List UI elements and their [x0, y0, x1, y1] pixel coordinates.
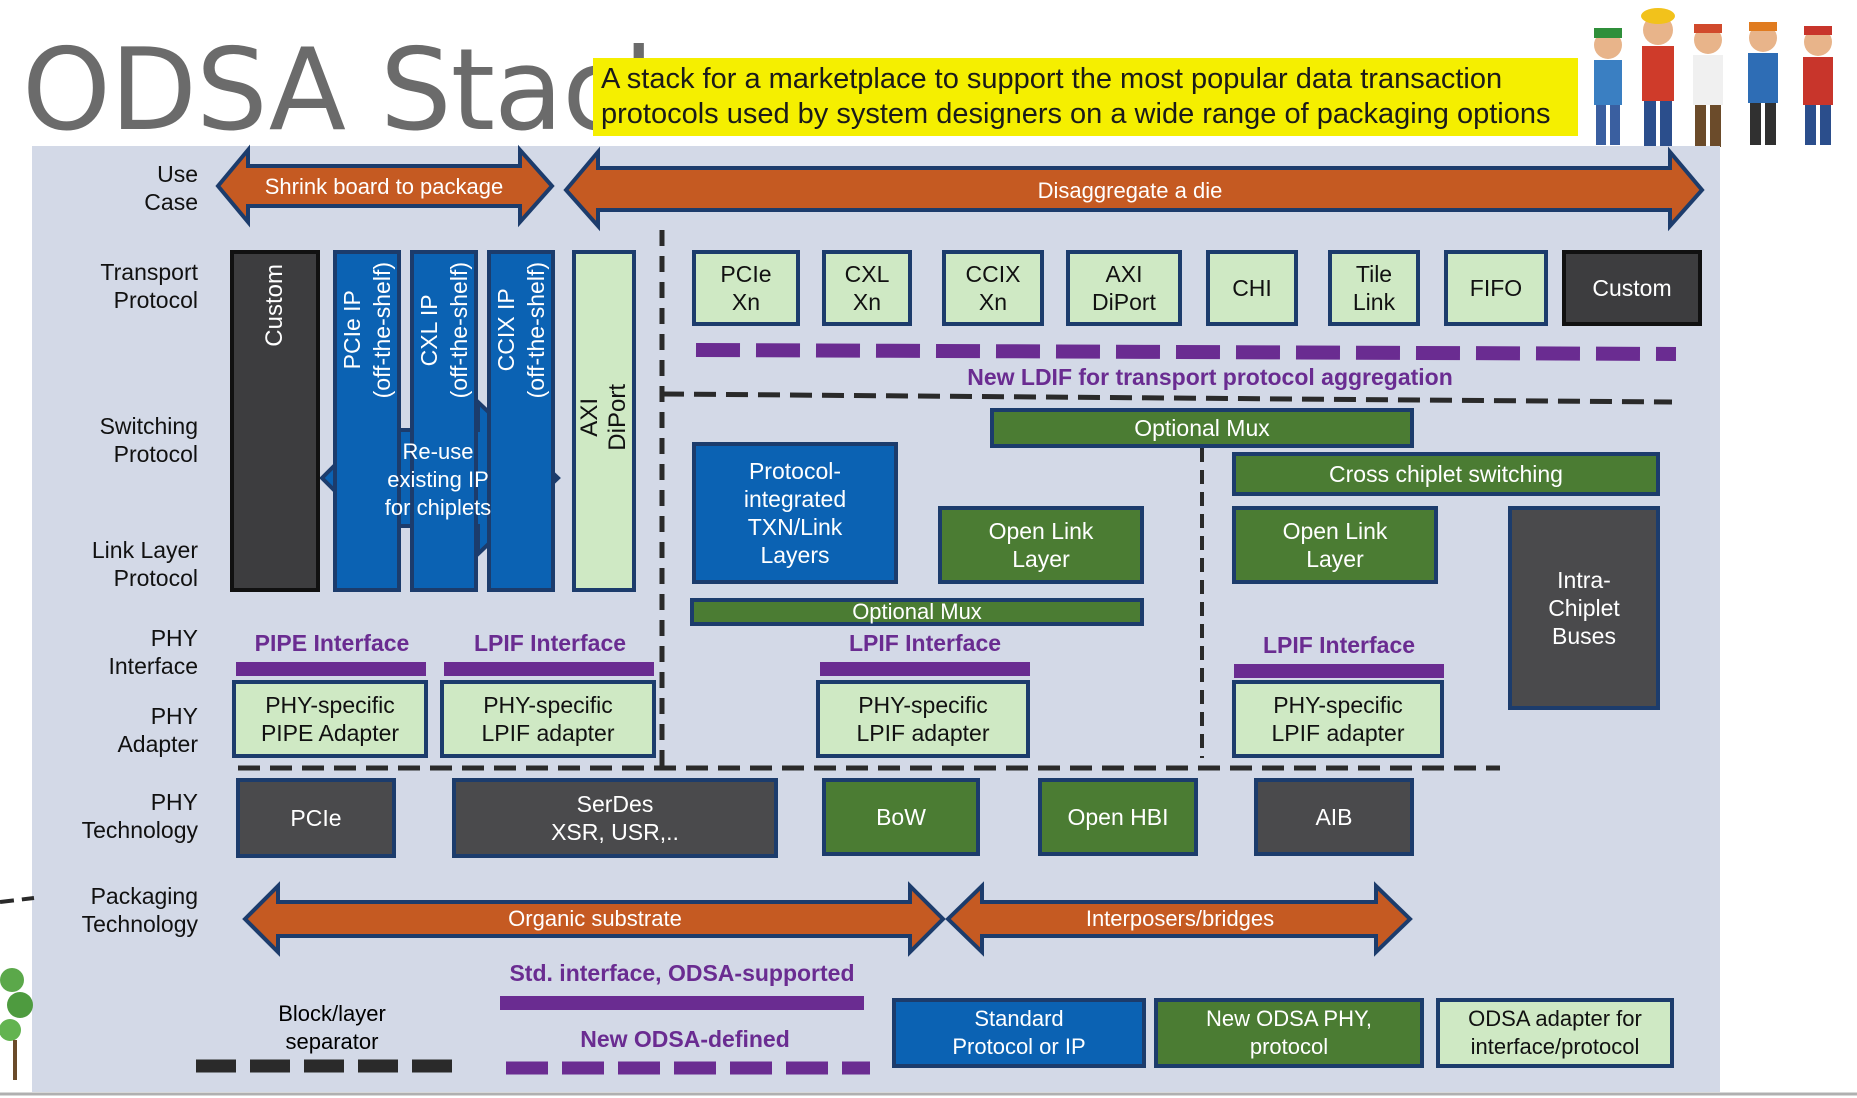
subtitle-line-2: protocols used by system designers on a …: [601, 98, 1551, 130]
lpif-interface-label-2: LPIF Interface: [848, 630, 1002, 656]
ccix-ip-box: CCIX IP(off-the-shelf): [487, 250, 555, 592]
interposers-arrow: [945, 881, 1413, 957]
disaggregate-arrow: [563, 146, 1705, 232]
legend-new-odsa-phy: New ODSA PHY,protocol: [1154, 998, 1424, 1068]
ldif-label: New LDIF for transport protocol aggregat…: [967, 364, 1453, 390]
lpif-interface-bar-1: [444, 662, 654, 676]
cross-chiplet-switching: Cross chiplet switching: [1232, 452, 1660, 496]
page-subtitle: A stack for a marketplace to support the…: [593, 58, 1579, 136]
transport-custom: Custom: [1562, 250, 1702, 326]
lpif-interface-label-1: LPIF Interface: [473, 630, 627, 656]
worker-figure-2: [1641, 8, 1675, 146]
legend-std-interface-label: Std. interface, ODSA-supported: [509, 960, 855, 986]
worker-figure-1: [1594, 28, 1622, 145]
pipe-interface-label: PIPE Interface: [254, 630, 410, 656]
separator-horizontal-ldif: [661, 391, 1673, 405]
legend-std-interface-bar: [500, 996, 864, 1010]
phy-tech-pcie: PCIe: [236, 778, 396, 858]
organic-substrate-arrow: [242, 881, 946, 957]
plant-icon: [0, 968, 33, 1080]
worker-figure-3: [1693, 24, 1723, 147]
subtitle-line-1: A stack for a marketplace to support the…: [601, 63, 1503, 95]
transport-chi: CHI: [1206, 250, 1298, 326]
custom-vertical-box: Custom: [230, 250, 320, 592]
disaggregate-label: Disaggregate a die: [1037, 178, 1223, 203]
worker-figure-5: [1803, 26, 1833, 145]
optional-mux-top: Optional Mux: [990, 408, 1414, 448]
ldif-dashed-bar: [695, 343, 1677, 361]
shrink-arrow: [215, 144, 555, 228]
legend-new-odsa-label: New ODSA-defined: [580, 1026, 790, 1052]
separator-left-stub: [0, 896, 35, 904]
organic-substrate-label: Organic substrate: [508, 906, 682, 931]
interposers-label: Interposers/bridges: [1085, 906, 1275, 931]
lpif-interface-bar-3: [1234, 664, 1444, 678]
lpif-interface-label-3: LPIF Interface: [1262, 632, 1416, 658]
optional-mux-bottom: Optional Mux: [690, 598, 1144, 626]
phy-tech-aib: AIB: [1254, 778, 1414, 856]
lpif-interface-bar-2: [820, 662, 1030, 676]
worker-figure-4: [1748, 22, 1778, 145]
phy-tech-open-hbi: Open HBI: [1038, 778, 1198, 856]
cxl-ip-box: CXL IP(off-the-shelf): [410, 250, 478, 592]
workers-illustration: [1578, 0, 1857, 158]
pcie-ip-box: PCIe IP(off-the-shelf): [333, 250, 401, 592]
phy-tech-bow: BoW: [822, 778, 980, 856]
transport-fifo: FIFO: [1444, 250, 1548, 326]
pipe-interface-bar: [236, 662, 426, 676]
shrink-label: Shrink board to package: [264, 174, 504, 199]
